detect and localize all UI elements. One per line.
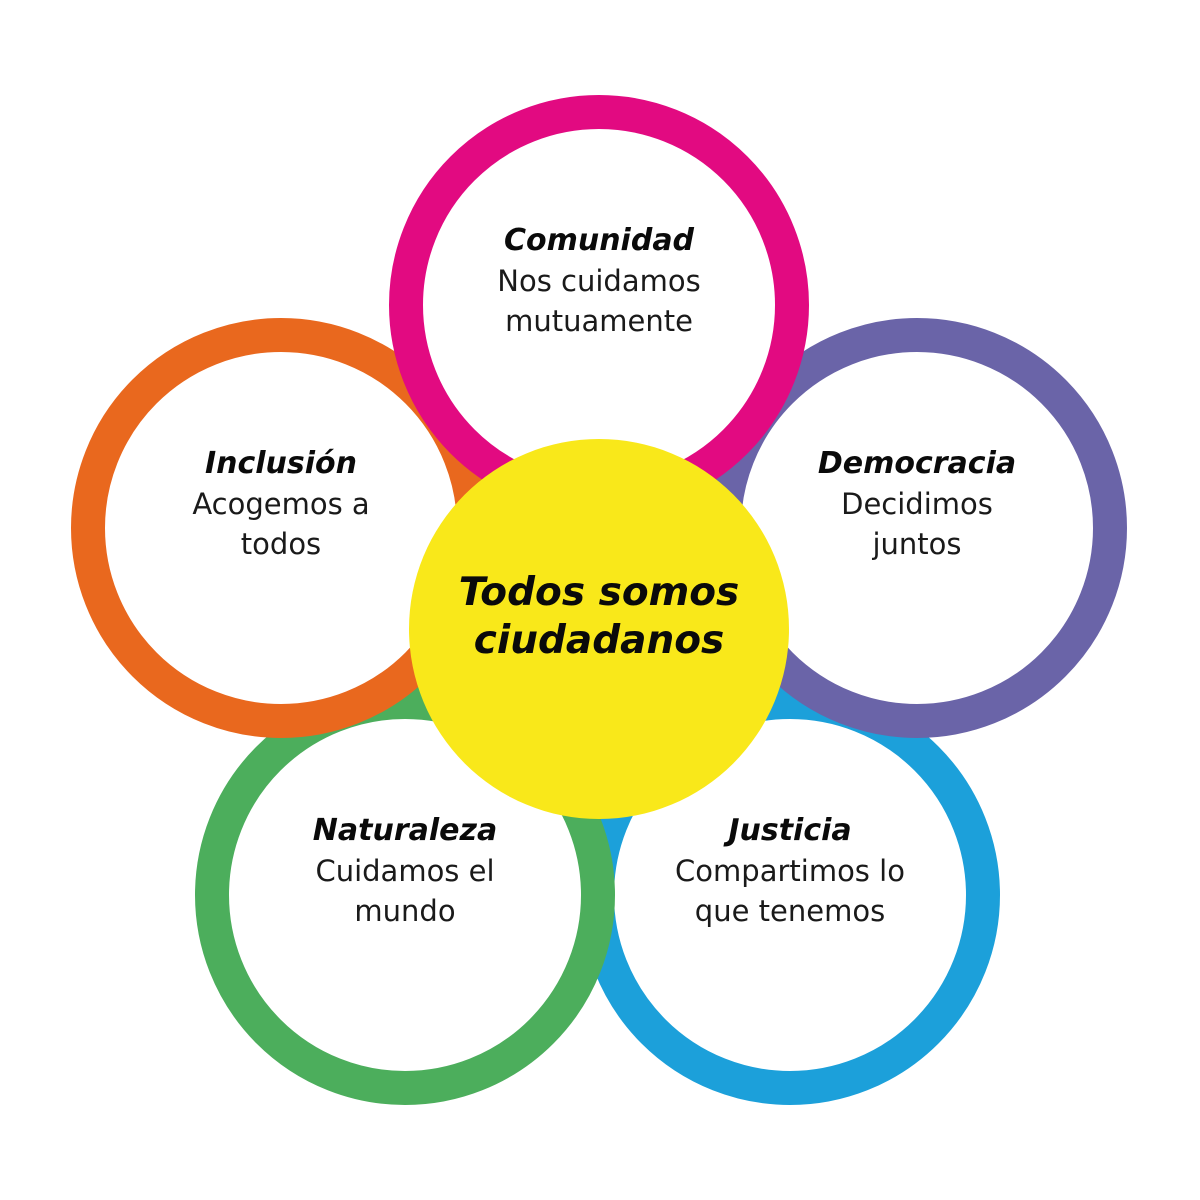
ring-democracia-title: Democracia — [817, 446, 1017, 481]
ring-comunidad-description: Nos cuidamos mutuamente — [497, 264, 701, 338]
ring-naturaleza-text: Naturaleza Cuidamos el mundo — [313, 811, 497, 931]
center-title: Todos somos ciudadanos — [458, 570, 740, 663]
ring-justicia-text: Justicia Compartimos lo que tenemos — [675, 811, 905, 931]
ring-inclusion-title: Inclusión — [204, 446, 358, 481]
ring-inclusion-description: Acogemos a todos — [192, 487, 370, 561]
center-circle: Todos somos ciudadanos — [409, 439, 789, 819]
ring-justicia-title: Justicia — [728, 813, 852, 848]
ring-democracia-description: Decidimos juntos — [841, 487, 993, 561]
ring-comunidad-title: Comunidad — [503, 223, 695, 258]
ring-justicia-description: Compartimos lo que tenemos — [675, 854, 905, 928]
ring-comunidad-text: Comunidad Nos cuidamos mutuamente — [497, 221, 700, 341]
ring-naturaleza-title: Naturaleza — [312, 813, 498, 848]
ring-democracia-text: Democracia Decidimos juntos — [818, 444, 1016, 564]
ring-inclusion-text: Inclusión Acogemos a todos — [192, 444, 369, 564]
ring-naturaleza-description: Cuidamos el mundo — [315, 854, 495, 928]
